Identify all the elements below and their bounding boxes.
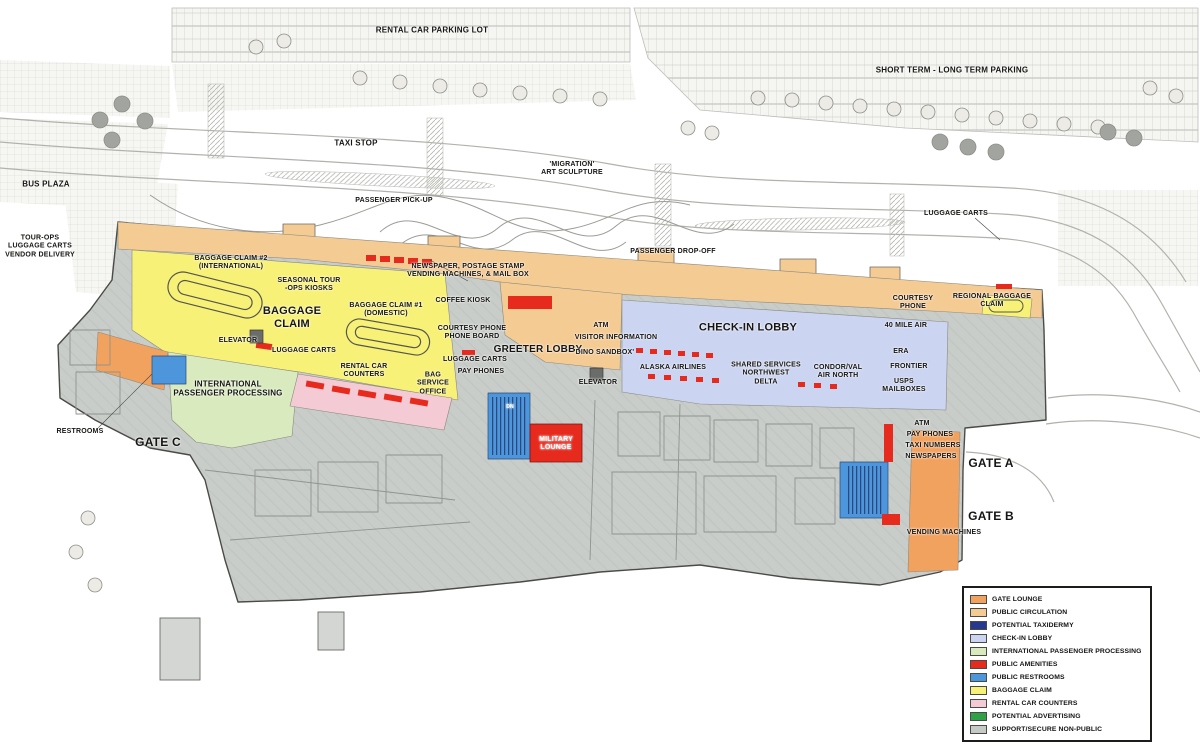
legend-item: SUPPORT/SECURE NON-PUBLIC (970, 723, 1144, 736)
baggage-carousel-2-international (167, 271, 263, 319)
legend-item: POTENTIAL ADVERTISING (970, 710, 1144, 723)
legend-label: POTENTIAL TAXIDERMY (992, 622, 1074, 629)
legend-item: INTERNATIONAL PASSENGER PROCESSING (970, 645, 1144, 658)
legend-label: SUPPORT/SECURE NON-PUBLIC (992, 726, 1103, 733)
legend-swatch (970, 595, 987, 604)
roads (0, 117, 1200, 503)
legend-swatch (970, 725, 987, 734)
legend-label: PUBLIC RESTROOMS (992, 674, 1065, 681)
legend-swatch (970, 608, 987, 617)
legend-item: BAGGAGE CLAIM (970, 684, 1144, 697)
legend-item: POTENTIAL TAXIDERMY (970, 619, 1144, 632)
legend-swatch (970, 686, 987, 695)
legend-item: CHECK-IN LOBBY (970, 632, 1144, 645)
baggage-carousel-1-domestic (345, 318, 431, 356)
legend-item: GATE LOUNGE (970, 593, 1144, 606)
stairs-hatching-right (846, 466, 882, 514)
zone-gate-c-lounge (95, 331, 169, 391)
outbuildings (159, 611, 345, 681)
legend-swatch (970, 673, 987, 682)
legend-label: PUBLIC CIRCULATION (992, 609, 1068, 616)
crosswalks (207, 83, 905, 257)
stairs-hatching (492, 397, 526, 455)
legend-swatch (970, 699, 987, 708)
leader-lines (97, 217, 1001, 429)
zone-public-circulation (117, 221, 1043, 319)
zone-check-in-lobby (621, 299, 949, 411)
legend-label: RENTAL CAR COUNTERS (992, 700, 1078, 707)
amenity-marks (255, 255, 1012, 525)
legend-label: INTERNATIONAL PASSENGER PROCESSING (992, 648, 1142, 655)
elevator-shafts (249, 329, 604, 382)
legend-swatch (970, 621, 987, 630)
legend: GATE LOUNGE PUBLIC CIRCULATION POTENTIAL… (962, 586, 1152, 742)
road-medians (264, 171, 906, 231)
legend-item: PUBLIC CIRCULATION (970, 606, 1144, 619)
zone-rental-car-counters (289, 373, 453, 431)
legend-label: PUBLIC AMENITIES (992, 661, 1058, 668)
legend-swatch (970, 660, 987, 669)
terminal-building (57, 217, 1047, 603)
legend-swatch (970, 634, 987, 643)
legend-swatch (970, 647, 987, 656)
legend-label: CHECK-IN LOBBY (992, 635, 1053, 642)
legend-label: GATE LOUNGE (992, 596, 1043, 603)
zone-intl-passenger-processing (167, 351, 299, 449)
interior-walls (69, 329, 855, 561)
military-lounge-block (529, 423, 583, 463)
trees (68, 33, 1184, 593)
legend-item: RENTAL CAR COUNTERS (970, 697, 1144, 710)
legend-item: PUBLIC AMENITIES (970, 658, 1144, 671)
legend-item: PUBLIC RESTROOMS (970, 671, 1144, 684)
zone-gate-ab-lounge (907, 429, 961, 573)
legend-label: BAGGAGE CLAIM (992, 687, 1052, 694)
legend-swatch (970, 712, 987, 721)
legend-label: POTENTIAL ADVERTISING (992, 713, 1081, 720)
regional-baggage-carousel (988, 299, 1024, 313)
